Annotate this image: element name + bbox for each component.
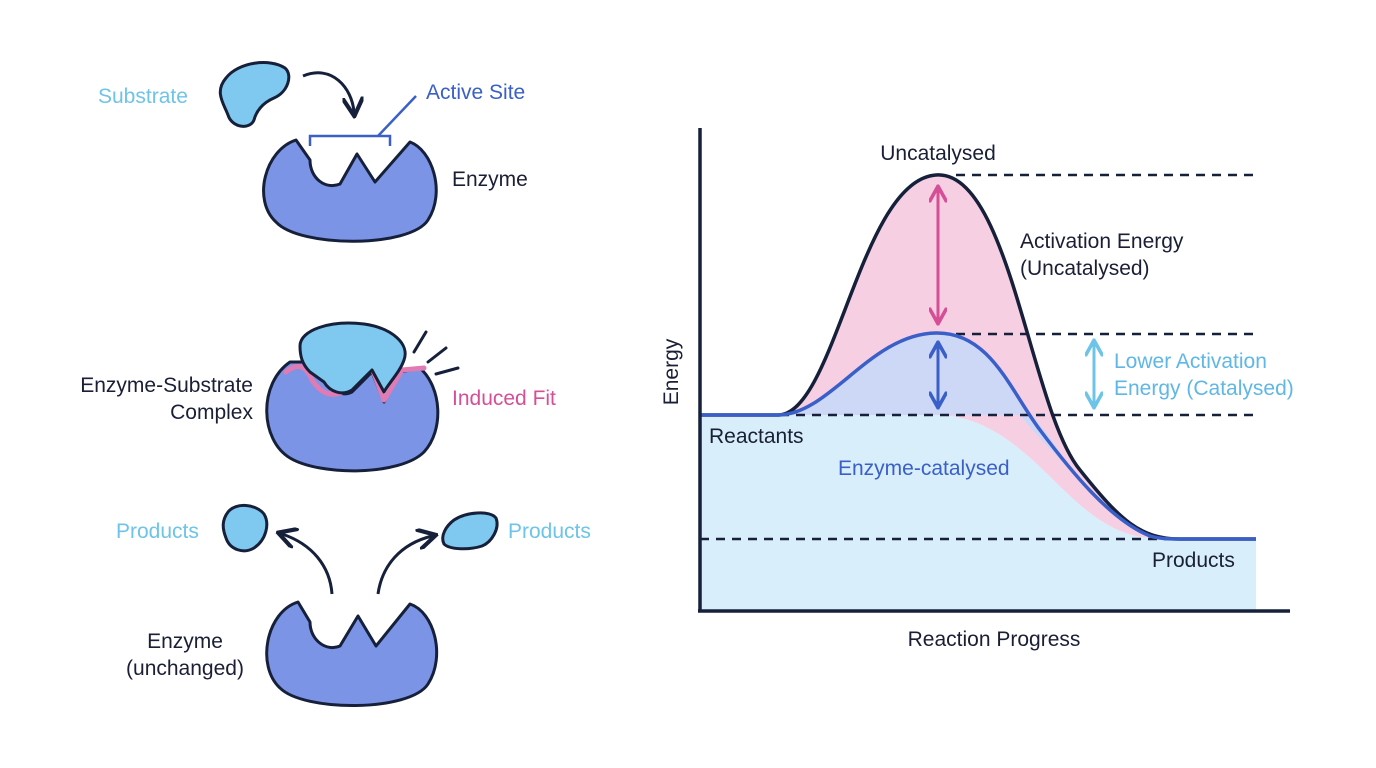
- y-axis-label: Energy: [660, 338, 683, 405]
- products-left-label: Products: [116, 520, 199, 543]
- motion-line-2: [426, 346, 448, 364]
- step1-substrate-enzyme: [218, 61, 438, 243]
- active-site-pointer: [377, 95, 417, 137]
- step3-products: [221, 504, 499, 707]
- uncatalysed-label: Uncatalysed: [880, 142, 996, 165]
- reactants-label: Reactants: [709, 425, 804, 448]
- es-complex-label-line2: Complex: [170, 401, 253, 424]
- induced-fit-label: Induced Fit: [452, 387, 556, 410]
- enzyme-label: Enzyme: [452, 168, 528, 191]
- baseline-fill: [700, 415, 1256, 610]
- substrate-shape: [218, 61, 291, 128]
- release-arrow-left: [282, 534, 334, 595]
- approach-arrow: [302, 71, 354, 112]
- es-complex-label-line1: Enzyme-Substrate: [80, 374, 253, 397]
- enzyme-unchanged-line2: (unchanged): [126, 657, 244, 680]
- x-axis-label: Reaction Progress: [908, 628, 1081, 651]
- motion-line-3: [434, 366, 460, 376]
- step2-es-complex: [265, 321, 460, 473]
- product-right-shape: [441, 511, 499, 551]
- enzyme-bottom-shape: [265, 600, 439, 707]
- products-chart-label: Products: [1152, 549, 1235, 572]
- es-substrate-shape: [298, 321, 407, 395]
- active-site-label: Active Site: [426, 81, 525, 104]
- active-site-bracket: [308, 134, 392, 146]
- enzyme-unchanged-line1: Enzyme: [147, 630, 223, 653]
- enzyme-top-shape: [262, 138, 438, 243]
- enzyme-catalysed-label: Enzyme-catalysed: [838, 457, 1010, 480]
- energy-profile: [698, 128, 1290, 613]
- substrate-label: Substrate: [98, 85, 188, 108]
- product-left-shape: [221, 504, 269, 553]
- release-arrow-right: [376, 536, 432, 595]
- activation-uncat-line1: Activation Energy: [1020, 230, 1184, 253]
- uncatalysed-curve: [700, 173, 1256, 541]
- activation-uncat-line2: (Uncatalysed): [1020, 257, 1150, 280]
- motion-line-1: [412, 330, 428, 354]
- lower-activation-line1: Lower Activation: [1114, 350, 1267, 373]
- products-right-label: Products: [508, 520, 591, 543]
- lower-activation-line2: Energy (Catalysed): [1114, 377, 1294, 400]
- catalysed-curve: [700, 331, 1256, 541]
